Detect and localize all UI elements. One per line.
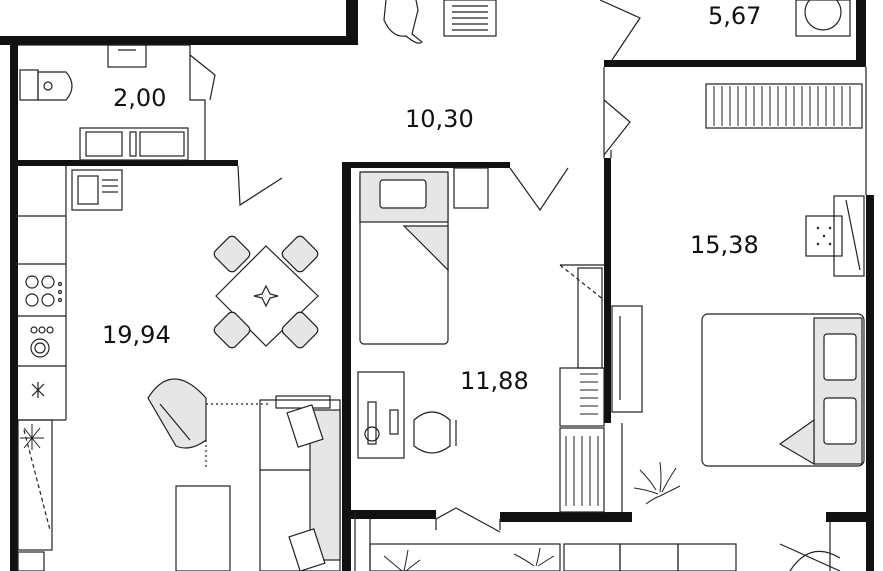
door-bedroom — [603, 99, 631, 156]
coffee-table-icon — [175, 485, 231, 571]
room-area-kitchen-living: 19,94 — [102, 321, 171, 349]
hallway-fixtures — [383, 0, 497, 44]
double-bed-icon — [701, 313, 865, 467]
cat-icon — [383, 0, 423, 44]
fan-icon — [31, 382, 45, 398]
room-area-balcony: 5,67 — [708, 2, 761, 30]
radiator-icon — [705, 83, 863, 129]
wall-right — [866, 195, 874, 571]
bedroom-wardrobe-icon — [611, 305, 643, 413]
balcony-fixtures — [705, 0, 863, 129]
tv-stand-icon — [833, 195, 865, 277]
fridge-icon — [17, 419, 53, 551]
bath-cabinet — [79, 127, 189, 161]
wall-balcony-bottom — [604, 60, 866, 67]
wardrobe-icon — [577, 267, 603, 369]
plant-icon — [20, 424, 44, 450]
wall-kids-bottom-left — [351, 510, 436, 519]
kids-room-furniture — [357, 167, 605, 513]
room-area-hallway: 10,30 — [405, 105, 474, 133]
sink-icon — [107, 44, 147, 68]
wall-kids-bottom-right — [500, 512, 620, 522]
door-kitchen — [237, 165, 283, 207]
wall-bedroom-bottom-right — [826, 512, 874, 522]
toilet-bowl — [37, 71, 73, 101]
hob-icon — [25, 275, 63, 307]
washing-machine-icon — [795, 0, 851, 37]
nightstand-icon — [453, 167, 489, 209]
plant-icons — [20, 424, 681, 571]
door-kids — [509, 167, 569, 212]
wall-kitchen-kids — [342, 162, 351, 571]
door-bathroom — [189, 54, 216, 101]
armchair-icon — [147, 378, 207, 449]
kitchen-sink-icon — [71, 169, 123, 211]
doors — [189, 0, 641, 533]
kitchen-fixtures — [17, 166, 123, 571]
wall-kids-top — [342, 162, 510, 168]
room-area-bedroom: 15,38 — [690, 231, 759, 259]
bedroom-nightstand-icon — [805, 215, 843, 257]
bottom-fixtures — [369, 543, 841, 571]
room-area-bathroom: 2,00 — [113, 84, 166, 112]
plant-icon — [633, 461, 681, 505]
living-furniture — [147, 378, 341, 571]
wall-top-left-vert — [346, 0, 358, 45]
shelf-icon — [559, 427, 605, 513]
wall-balcony-right — [856, 0, 866, 67]
bathroom-fixtures — [19, 44, 189, 161]
dining-table-icon — [213, 235, 319, 349]
plant-icon — [513, 547, 555, 567]
door-bottom — [435, 507, 501, 533]
office-chair-icon — [413, 411, 451, 454]
desk-icon — [357, 371, 405, 459]
room-area-kids-room: 11,88 — [460, 367, 529, 395]
wall-top-left — [0, 36, 358, 45]
wall-kids-bedroom — [604, 158, 611, 423]
shoe-cabinet — [443, 0, 497, 37]
bedroom-furniture — [611, 195, 865, 467]
toilet-icon — [19, 69, 39, 101]
plant-icon — [383, 549, 421, 571]
wall-bath-kitchen — [10, 160, 238, 166]
wall-left — [10, 36, 18, 571]
gas-hob-icon — [30, 326, 54, 358]
door-balcony — [599, 0, 641, 61]
wall-bedroom-bottom — [612, 512, 632, 522]
